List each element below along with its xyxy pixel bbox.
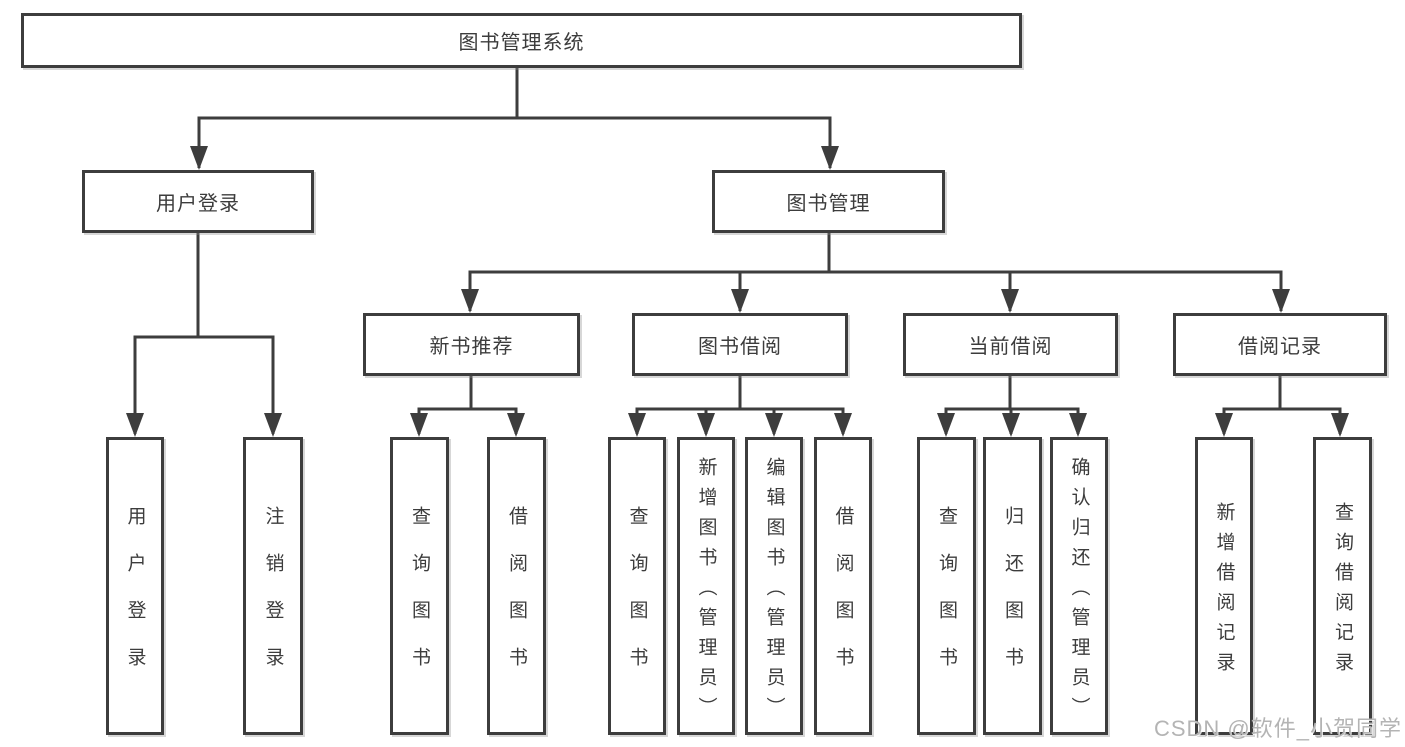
node-book-management: 图书管理: [712, 170, 945, 233]
node-leaf-add-book-admin: 新增图书（管理员）: [677, 437, 735, 735]
node-leaf-logout: 注销登录: [243, 437, 303, 735]
node-leaf-edit-book-admin: 编辑图书（管理员）: [745, 437, 803, 735]
node-leaf-add-borrow-record: 新增借阅记录: [1195, 437, 1253, 735]
node-book-borrow-label: 图书借阅: [698, 336, 782, 358]
node-user-login-label: 用户登录: [156, 193, 240, 215]
node-current-borrow-label: 当前借阅: [968, 336, 1053, 358]
watermark: CSDN @软件_小贺同学: [1153, 716, 1402, 741]
node-leaf-return-book: 归还图书: [983, 437, 1042, 735]
node-new-book-recommend-label: 新书推荐: [429, 336, 514, 358]
node-borrow-records: 借阅记录: [1173, 313, 1387, 376]
node-root-label: 图书管理系统: [458, 32, 585, 54]
node-borrow-records-label: 借阅记录: [1238, 336, 1322, 358]
node-current-borrow: 当前借阅: [903, 313, 1118, 376]
node-leaf-borrow-books-1: 借阅图书: [487, 437, 546, 735]
node-leaf-query-books-1: 查询图书: [390, 437, 449, 735]
node-leaf-query-books-3: 查询图书: [917, 437, 976, 735]
node-leaf-borrow-books-2: 借阅图书: [814, 437, 872, 735]
node-book-management-label: 图书管理: [786, 193, 871, 215]
node-new-book-recommend: 新书推荐: [363, 313, 580, 376]
node-leaf-user-login: 用户登录: [106, 437, 164, 735]
node-book-borrow: 图书借阅: [632, 313, 848, 376]
node-leaf-query-books-2: 查询图书: [608, 437, 666, 735]
node-leaf-confirm-return-admin: 确认归还（管理员）: [1050, 437, 1108, 735]
node-root: 图书管理系统: [21, 13, 1022, 68]
node-user-login: 用户登录: [82, 170, 314, 233]
node-leaf-query-borrow-record: 查询借阅记录: [1313, 437, 1372, 735]
